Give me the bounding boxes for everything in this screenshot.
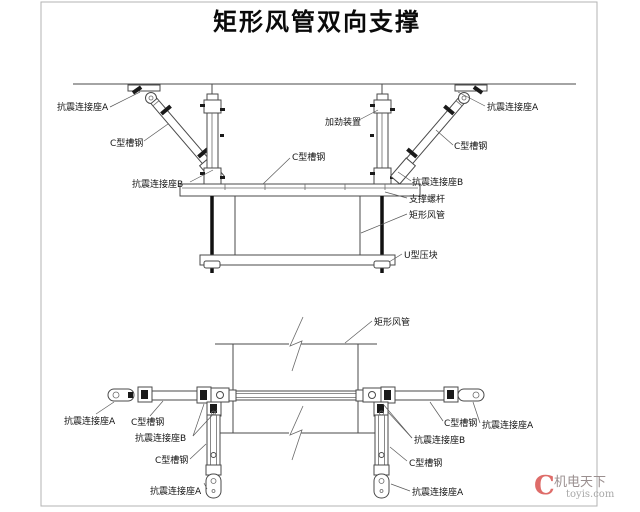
label-plan-seat-a-right: 抗震连接座A [482, 419, 534, 431]
label-plan-seat-b-left: 抗震连接座B [135, 432, 186, 444]
duct-break-lines [215, 316, 377, 461]
watermark-logo-icon: C [534, 471, 555, 501]
drawing-border [40, 1, 598, 507]
label-seat-a-right: 抗震连接座A [487, 101, 539, 113]
label-seat-a-left: 抗震连接座A [57, 101, 109, 113]
hanger-stiffener-left [200, 84, 225, 185]
vertical-brace-right [373, 401, 390, 499]
lateral-brace-bar [107, 386, 485, 404]
watermark: C 机电天下 toyis.com [534, 471, 615, 501]
label-c-channel-mid: C型槽钢 [292, 151, 325, 163]
label-seat-b-right: 抗震连接座B [412, 176, 463, 188]
watermark-name: 机电天下 [554, 475, 606, 490]
diagonal-brace-right [389, 97, 465, 185]
vertical-brace-left [205, 401, 222, 499]
elevation-leaders [109, 91, 486, 263]
label-plan-seat-a-right-bottom: 抗震连接座A [412, 486, 464, 498]
anchor-seat-a-right [454, 84, 488, 104]
label-duct-plan: 矩形风管 [374, 316, 410, 328]
label-plan-c-channel-left: C型槽钢 [131, 416, 164, 428]
label-plan-seat-a-left: 抗震连接座A [64, 415, 116, 427]
label-c-channel-left: C型槽钢 [110, 137, 143, 149]
label-seat-b-left: 抗震连接座B [132, 178, 183, 190]
page-title: 矩形风管双向支撑 [213, 8, 421, 36]
label-u-clamp: U型压块 [404, 249, 438, 261]
plan-leaders [95, 320, 481, 492]
label-plan-c-channel-right: C型槽钢 [444, 417, 477, 429]
label-stiffener: 加劲装置 [325, 116, 361, 128]
duct-rect [234, 195, 361, 256]
hanger-stiffener-right [370, 84, 395, 185]
label-duct-elevation: 矩形风管 [409, 209, 445, 221]
bottom-clamp-bar [199, 254, 396, 269]
elevation-view: 抗震连接座A C型槽钢 抗震连接座B 加劲装置 C型槽钢 抗震连接座A C型槽钢… [57, 83, 576, 273]
plan-view: 矩形风管 抗震连接座A C型槽钢 抗震连接座B C型槽钢 抗震连接座A C型槽钢… [64, 316, 534, 499]
label-plan-c-channel-left-vert: C型槽钢 [155, 454, 188, 466]
label-plan-seat-a-left-bottom: 抗震连接座A [150, 485, 202, 497]
label-c-channel-right: C型槽钢 [454, 140, 487, 152]
watermark-domain: toyis.com [566, 489, 615, 500]
trapeze-channel [179, 183, 421, 197]
label-plan-seat-b-right: 抗震连接座B [414, 434, 465, 446]
label-support-rod: 支撑螺杆 [409, 193, 445, 205]
label-plan-c-channel-right-vert: C型槽钢 [409, 457, 442, 469]
